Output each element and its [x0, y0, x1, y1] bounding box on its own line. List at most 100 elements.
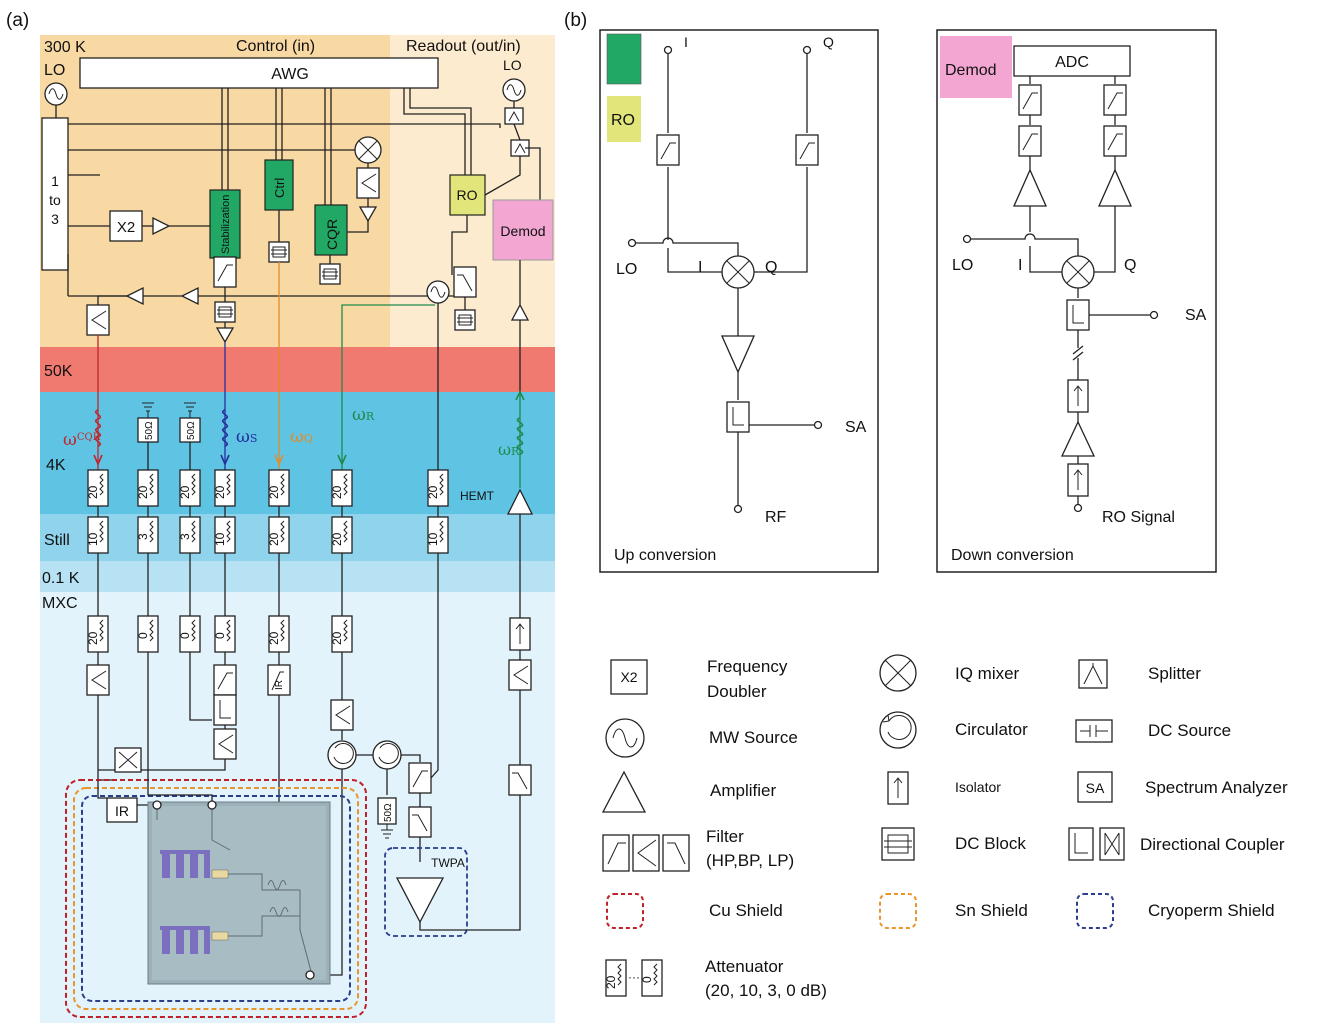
legend-doubler-text-2: Doubler — [707, 682, 767, 701]
hemt-label: HEMT — [460, 489, 495, 503]
legend-att-text-1: Attenuator — [705, 957, 784, 976]
up-sa-label: SA — [845, 419, 867, 436]
att-4k-2: 20 — [136, 485, 150, 499]
up-dir-coupler-icon — [726, 401, 750, 433]
down-sa-label: SA — [1185, 307, 1207, 324]
mxc-cqr-bp-filter-icon — [86, 664, 110, 696]
legend-splitter-text: Splitter — [1148, 664, 1201, 683]
readout-return-signal-icon — [516, 417, 524, 455]
att-4k-3: 20 — [178, 485, 192, 499]
up-conversion-green-tag — [606, 33, 642, 85]
legend-isolator-text: Isolator — [955, 779, 1001, 795]
panel-b-label: (b) — [564, 10, 587, 31]
lo-right-label: LO — [503, 57, 522, 73]
zone-50k-bg — [40, 347, 555, 392]
mxc-s-dir-coupler-icon — [213, 694, 237, 726]
att-mxc-6: 20 — [330, 631, 344, 645]
twpa-amplifier-icon — [395, 877, 445, 924]
down-isolator-1-icon — [1067, 379, 1089, 413]
up-amplifier-icon — [720, 335, 756, 374]
legend-sa-symbol — [1077, 771, 1113, 803]
mxc-s-hp-filter-icon — [213, 664, 237, 696]
lo-splitter-1-box — [504, 107, 524, 125]
legend-amplifier-icon — [601, 770, 647, 813]
up-i-hp-filter-icon — [656, 134, 680, 166]
ir-label: IR — [115, 803, 129, 819]
up-conversion-title: Up conversion — [614, 547, 716, 564]
ctrl-label: Ctrl — [272, 178, 287, 198]
omega-r2-label: ωR — [498, 440, 520, 459]
readout-dc-block-icon — [454, 309, 476, 331]
mxc-readout-lp-filter-2-icon — [508, 764, 532, 796]
readout-lp-filter-icon — [453, 266, 477, 298]
x2-doubler-box — [109, 210, 143, 242]
down-ro-signal-label: RO Signal — [1102, 509, 1175, 526]
up-lo-label: LO — [616, 261, 637, 278]
twpa-shield — [384, 847, 468, 937]
one-to-three-splitter-box — [41, 117, 69, 271]
bus-amp-1-icon — [180, 286, 199, 306]
legend-cryoperm-shield-icon — [1076, 893, 1114, 929]
chip-port-1 — [152, 800, 162, 810]
legend-iq-mixer-icon — [879, 654, 917, 692]
adc-label: ADC — [1055, 54, 1089, 71]
down-i-amp-icon — [1012, 168, 1048, 207]
legend-iqmixer-text: IQ mixer — [955, 664, 1020, 683]
down-q-amp-icon — [1097, 168, 1133, 207]
legend-doubler-text-1: Frequency — [707, 657, 788, 676]
legend-circulator-text: Circulator — [955, 720, 1028, 739]
legend-dir-coupler-icons — [1068, 827, 1125, 861]
down-q-hp-filter-1-icon — [1103, 84, 1127, 116]
lo-left-label: LO — [44, 62, 65, 79]
att-still-7: 10 — [426, 532, 440, 546]
stabilization-dc-block-icon — [214, 301, 236, 323]
legend-att-symbol-b: 0 — [640, 976, 654, 983]
control-bp-filter-icon — [356, 167, 380, 199]
stabilization-box — [209, 189, 241, 259]
att-4k-4: 20 — [213, 485, 227, 499]
ctrl-dc-block-icon — [268, 241, 290, 263]
up-iq-mixer-icon — [721, 255, 755, 289]
down-isolator-2-icon — [1067, 463, 1089, 497]
att-still-5: 20 — [267, 532, 281, 546]
att-4k-1: 20 — [86, 485, 100, 499]
up-q-label: Q — [823, 34, 834, 50]
omega-cqr-label: ωCQR — [63, 430, 101, 450]
splitter-text-3: 3 — [51, 211, 59, 227]
att-4k-5: 20 — [267, 485, 281, 499]
ro-box — [449, 174, 486, 216]
qubit-chip-image — [147, 801, 331, 985]
lo-left-mw-source-icon — [44, 82, 68, 106]
legend-dc-block-icon — [881, 827, 915, 861]
panel-a: (a) 300 K 50K 4K Still 0.1 K MXC Control… — [6, 10, 555, 1023]
ir-filter-box — [106, 797, 138, 823]
lo-right-mw-source-icon — [502, 78, 526, 102]
down-conversion-frame — [936, 29, 1217, 573]
circulator-1-icon — [327, 740, 357, 770]
readout-header: Readout (out/in) — [406, 38, 521, 55]
control-header: Control (in) — [236, 38, 315, 55]
up-conversion-frame — [599, 29, 879, 573]
att-mxc-2: 0 — [136, 632, 150, 639]
zone-still-label: Still — [44, 532, 70, 549]
att-still-6: 20 — [330, 532, 344, 546]
readout-mw-source-icon — [426, 280, 450, 304]
legend-isolator-icon — [887, 771, 909, 805]
panel-a-label: (a) — [6, 10, 29, 31]
cqr-label: CQR — [324, 219, 340, 250]
down-demod-tag — [940, 36, 1012, 98]
chip-port-3 — [305, 970, 315, 980]
down-i-hp-filter-1-icon — [1018, 84, 1042, 116]
legend-att-text-2: (20, 10, 3, 0 dB) — [705, 981, 827, 1000]
down-q-hp-filter-2-icon — [1103, 125, 1127, 157]
zone-mxc-label: MXC — [42, 595, 78, 612]
fifty-ohm-label-1: 50Ω — [144, 421, 155, 440]
down-lo-label: LO — [952, 257, 973, 274]
bus-amp-2-icon — [125, 286, 144, 306]
awg-box — [79, 57, 439, 89]
splitter-text-2: to — [49, 192, 61, 208]
att-4k-6: 20 — [330, 485, 344, 499]
legend-dcsource-text: DC Source — [1148, 721, 1231, 740]
legend-doubler-symbol — [610, 659, 648, 695]
